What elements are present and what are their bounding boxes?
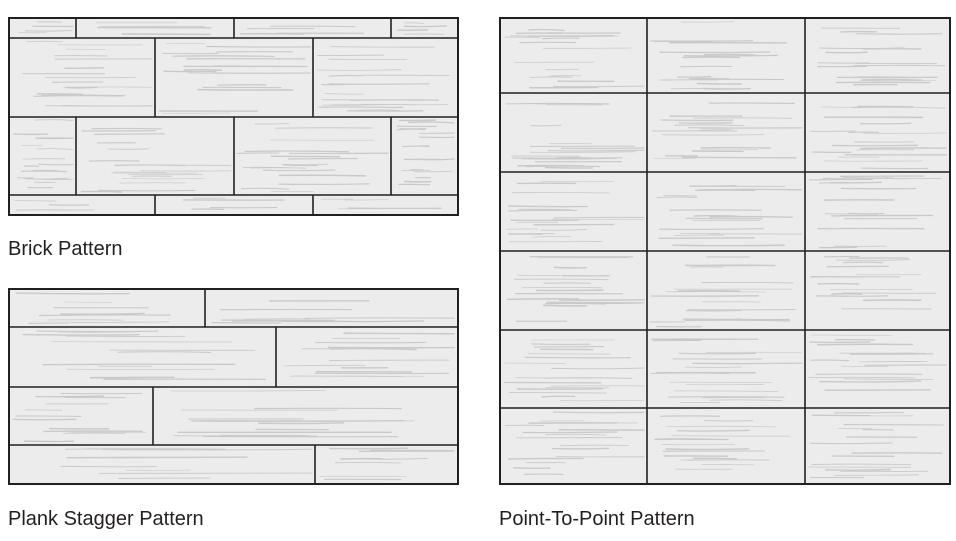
wood-grain-texture xyxy=(60,448,313,479)
wood-grain-texture xyxy=(80,127,232,193)
wood-grain-texture xyxy=(95,22,212,36)
wood-grain-texture xyxy=(12,392,147,443)
wood-grain-texture xyxy=(19,21,74,34)
wood-grain-texture xyxy=(650,21,787,90)
point-to-point-pattern-tiles xyxy=(501,19,949,483)
wood-grain-texture xyxy=(504,28,645,89)
wood-grain-texture xyxy=(649,338,803,403)
brick-pattern-caption: Brick Pattern xyxy=(8,238,123,260)
wood-grain-texture xyxy=(503,339,645,402)
wood-grain-texture xyxy=(316,46,450,112)
plank-stagger-pattern-diagram xyxy=(8,288,459,485)
wood-grain-texture xyxy=(504,411,645,475)
plank-stagger-pattern-caption: Plank Stagger Pattern xyxy=(8,508,204,530)
wood-grain-texture xyxy=(396,119,455,186)
wood-grain-texture xyxy=(817,27,946,86)
wood-grain-texture xyxy=(321,198,442,210)
point-to-point-pattern-caption: Point-To-Point Pattern xyxy=(499,508,695,530)
wood-grain-texture xyxy=(809,255,937,310)
wood-grain-texture xyxy=(808,412,944,479)
wood-grain-texture xyxy=(236,122,389,193)
wood-grain-texture xyxy=(14,200,95,211)
wood-grain-texture xyxy=(808,334,947,391)
wood-grain-texture xyxy=(182,197,285,211)
wood-grain-texture xyxy=(22,40,153,107)
wood-grain-texture xyxy=(656,185,803,247)
plank-stagger-pattern-tiles xyxy=(10,290,457,483)
wood-grain-texture xyxy=(12,119,74,189)
wood-grain-texture xyxy=(283,332,455,377)
wood-grain-texture xyxy=(397,22,448,35)
wood-grain-texture xyxy=(506,180,645,243)
wood-grain-texture xyxy=(506,256,645,322)
wood-grain-texture xyxy=(505,102,645,169)
wood-grain-texture xyxy=(319,447,455,481)
wood-grain-texture xyxy=(808,175,942,249)
wood-grain-texture xyxy=(22,330,266,381)
wood-grain-texture xyxy=(654,415,791,470)
wood-grain-texture xyxy=(15,292,171,324)
wood-grain-texture xyxy=(810,105,947,170)
wood-grain-texture xyxy=(158,42,311,114)
wood-grain-texture xyxy=(651,102,803,159)
wood-grain-texture xyxy=(239,25,364,35)
brick-pattern-diagram xyxy=(8,17,459,216)
point-to-point-pattern-diagram xyxy=(499,17,951,485)
brick-pattern-tiles xyxy=(10,19,457,214)
wood-grain-texture xyxy=(649,256,796,328)
wood-grain-texture xyxy=(171,390,415,438)
wood-grain-texture xyxy=(211,300,455,324)
